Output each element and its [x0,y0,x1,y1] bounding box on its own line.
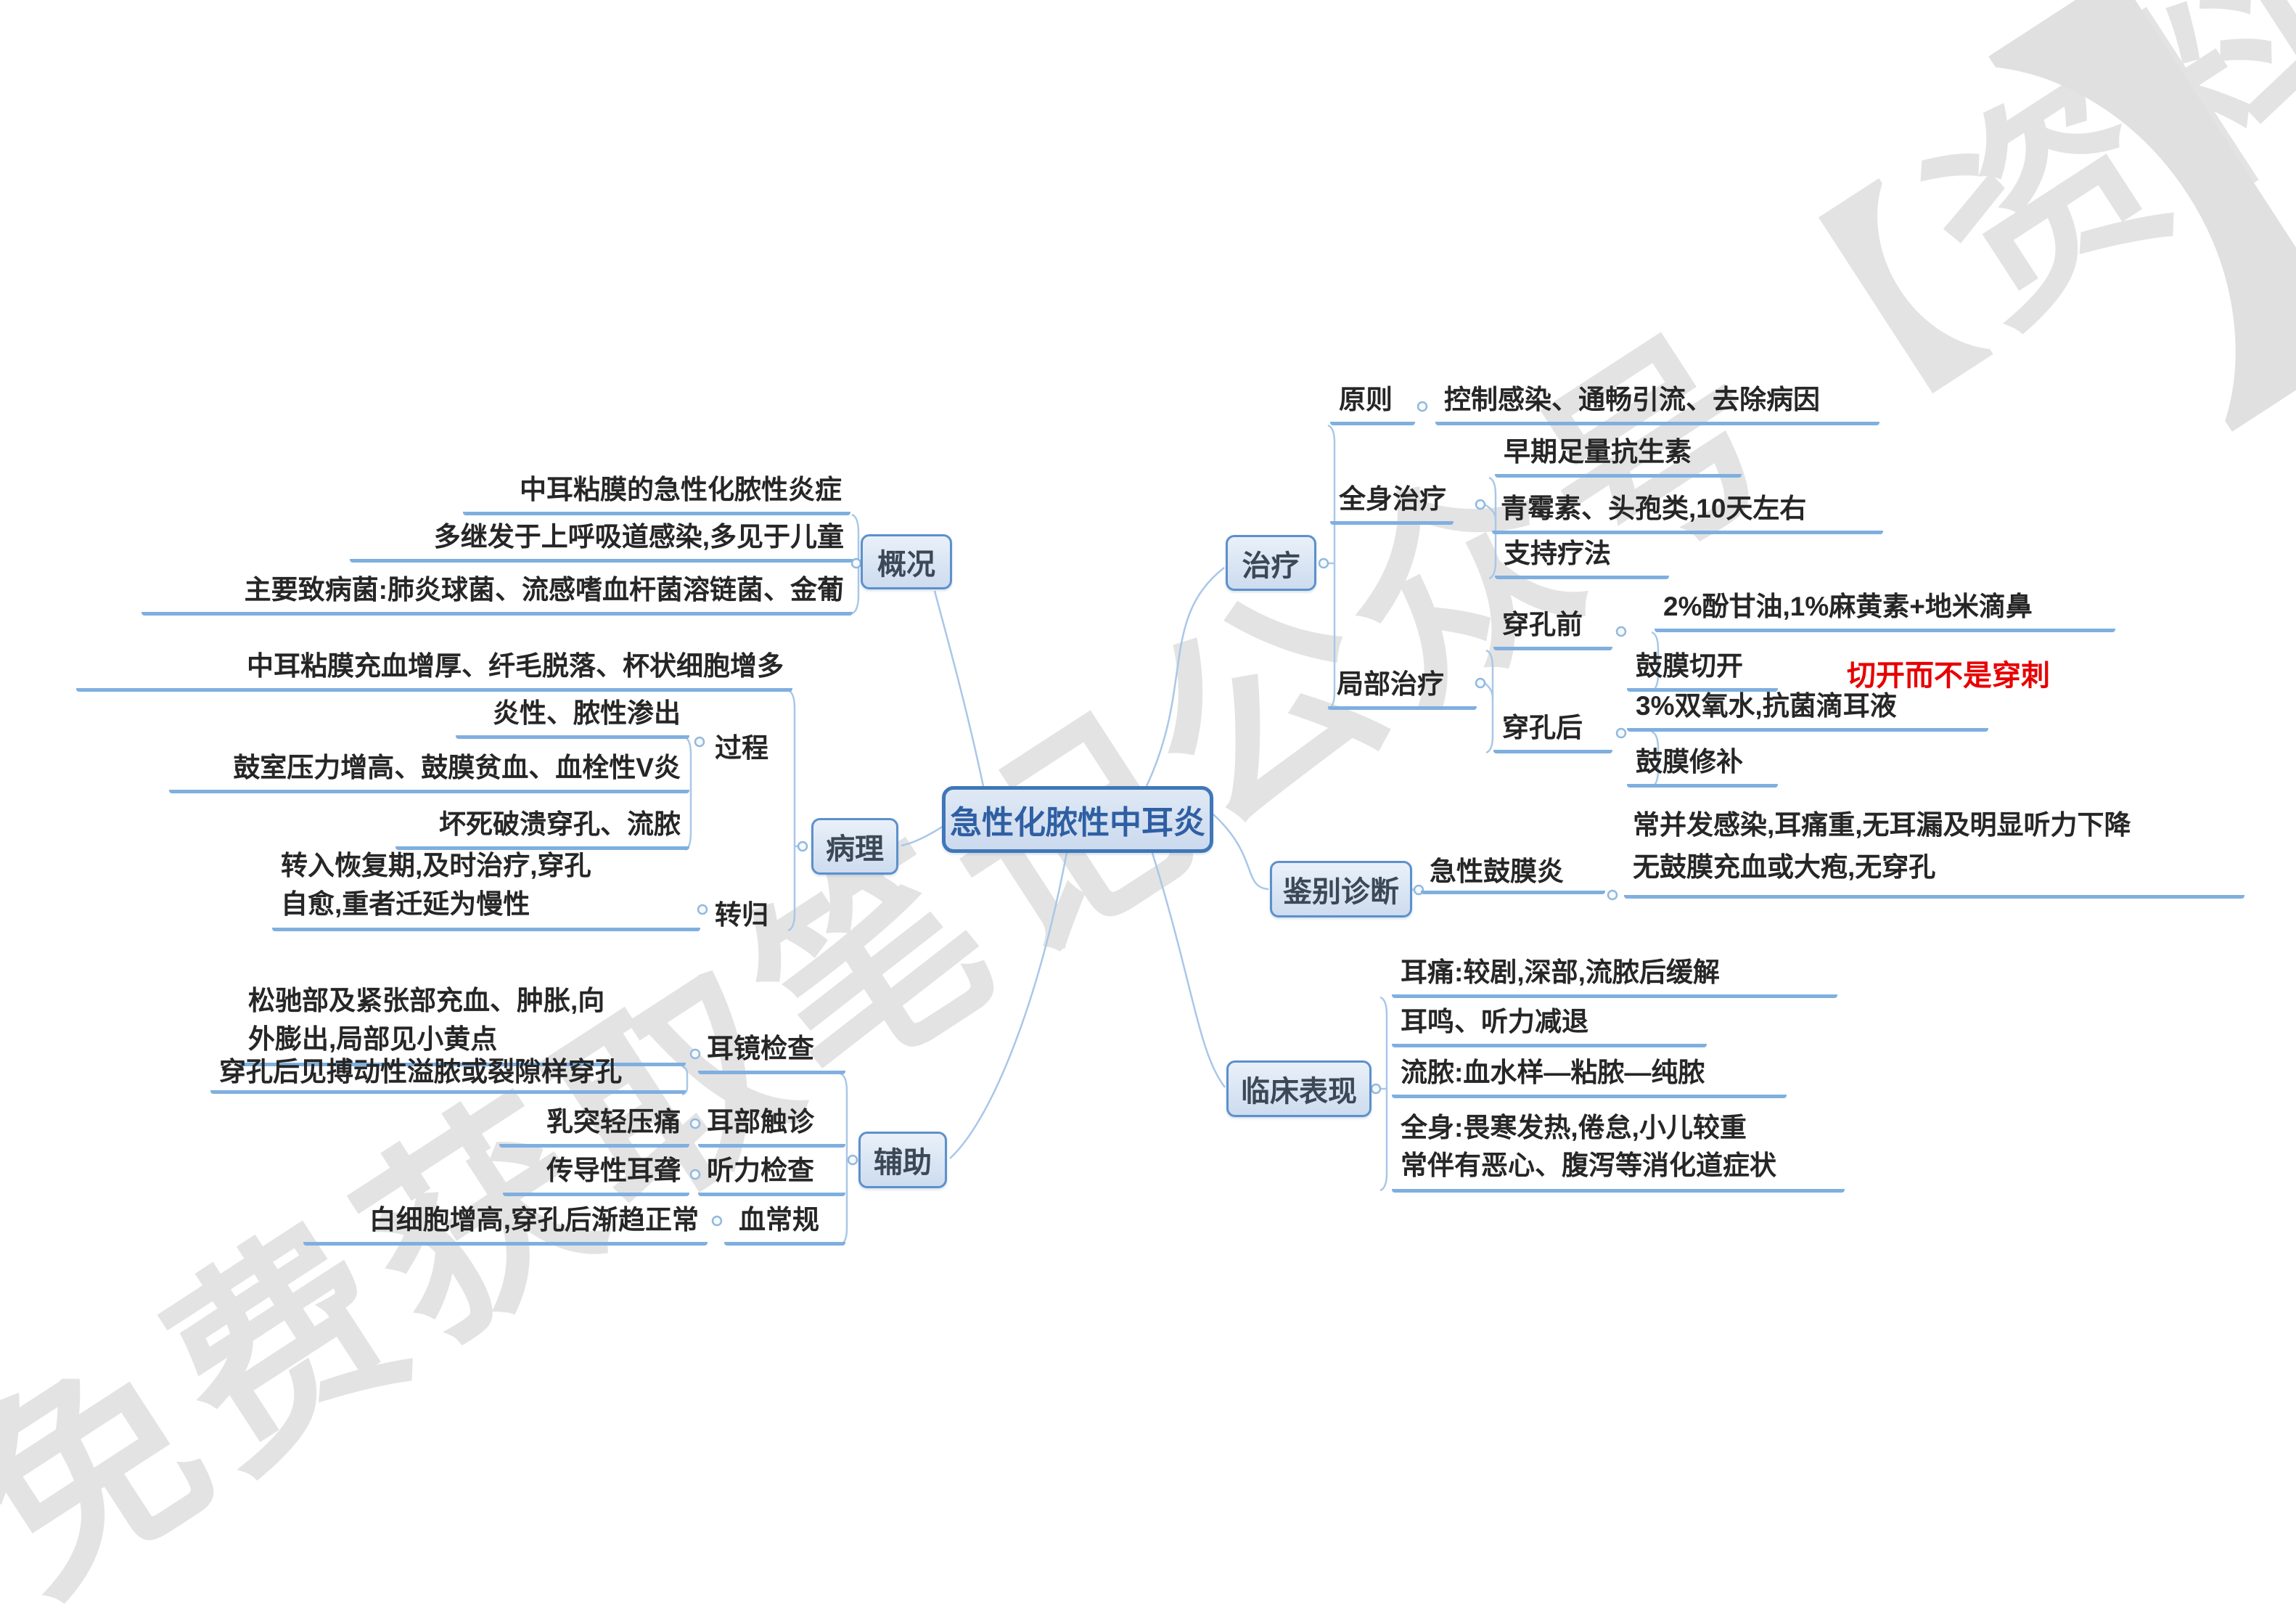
treatment-pre-perforation-label[interactable]: 穿孔前 [1493,608,1612,650]
auxiliary-otoscopy-finding1[interactable]: 松驰部及紧张部充血、肿胀,向 外膨出,局部见小黄点 [239,981,686,1066]
treatment-supportive[interactable]: 支持疗法 [1495,536,1669,579]
clinical-ear-pain[interactable]: 耳痛:较剧,深部,流脓后缓解 [1392,955,1837,998]
auxiliary-mastoid-tenderness[interactable]: 乳突轻压痛 [499,1105,689,1148]
junction-dots [689,401,1627,1227]
auxiliary-blood-routine[interactable]: 血常规 [724,1203,845,1246]
differential-myringitis[interactable]: 急性鼓膜炎 [1421,854,1605,894]
clinical-systemic[interactable]: 全身:畏寒发热,倦怠,小儿较重 常伴有恶心、腹泻等消化道症状 [1392,1109,1845,1193]
pathology-perforation[interactable]: 坏死破溃穿孔、流脓 [395,807,689,850]
treatment-systemic-label[interactable]: 全身治疗 [1330,482,1454,525]
treatment-pre-drops[interactable]: 2%酚甘油,1%麻黄素+地米滴鼻 [1655,589,2115,632]
auxiliary-otoscopy[interactable]: 耳镜检查 [698,1031,845,1074]
overview-definition[interactable]: 中耳粘膜的急性化脓性炎症 [463,473,850,515]
treatment-post-cleaning[interactable]: 3%双氧水,抗菌滴耳液 [1627,689,1988,732]
clinical-otorrhea[interactable]: 流脓:血水样—粘脓—纯脓 [1392,1055,1787,1098]
pathology-exudate[interactable]: 炎性、脓性渗出 [456,696,689,739]
auxiliary-wbc[interactable]: 白细胞增高,穿孔后渐趋正常 [303,1203,708,1246]
treatment-local-label[interactable]: 局部治疗 [1328,667,1477,710]
treatment-tympanoplasty[interactable]: 鼓膜修补 [1627,745,1778,788]
auxiliary-conductive-deafness[interactable]: 传导性耳聋 [503,1153,689,1196]
treatment-myringotomy[interactable]: 鼓膜切开 [1627,649,1778,692]
pathology-process-label[interactable]: 过程 [715,733,768,763]
treatment-principle-label[interactable]: 原则 [1330,383,1415,425]
differential-myringitis-text[interactable]: 常并发感染,耳痛重,无耳漏及明显听力下降 无鼓膜充血或大疱,无穿孔 [1624,804,2244,899]
treatment-myringotomy-note: 切开而不是穿刺 [1847,660,2050,692]
treatment-principle-text[interactable]: 控制感染、通畅引流、去除病因 [1435,383,1879,425]
topic-overview[interactable]: 概况 [861,534,952,589]
treatment-antibiotic-early[interactable]: 早期足量抗生素 [1495,435,1742,478]
auxiliary-otoscopy-finding2[interactable]: 穿孔后见搏动性溢脓或裂隙样穿孔 [210,1055,686,1094]
pathology-outcome-text[interactable]: 转入恢复期,及时治疗,穿孔 自愈,重者迁延为慢性 [272,846,700,931]
topic-differential[interactable]: 鉴别诊断 [1270,861,1412,917]
topic-auxiliary[interactable]: 辅助 [858,1132,947,1188]
pathology-mucosa[interactable]: 中耳粘膜充血增厚、纤毛脱落、杯状细胞增多 [76,649,792,692]
topic-pathology[interactable]: 病理 [811,818,898,875]
auxiliary-hearing-test[interactable]: 听力检查 [698,1153,845,1196]
overview-epidemiology[interactable]: 多继发于上呼吸道感染,多见于儿童 [350,520,853,563]
topic-clinical[interactable]: 临床表现 [1226,1060,1372,1117]
center-topic[interactable]: 急性化脓性中耳炎 [942,786,1213,853]
treatment-post-perforation-label[interactable]: 穿孔后 [1493,711,1612,753]
clinical-tinnitus[interactable]: 耳鸣、听力减退 [1392,1005,1707,1047]
treatment-antibiotic-types[interactable]: 青霉素、头孢类,10天左右 [1492,491,1883,534]
overview-pathogens[interactable]: 主要致病菌:肺炎球菌、流感嗜血杆菌溶链菌、金葡 [142,573,853,616]
topic-treatment[interactable]: 治疗 [1226,535,1316,591]
auxiliary-palpation[interactable]: 耳部触诊 [698,1105,845,1148]
pathology-pressure[interactable]: 鼓室压力增高、鼓膜贫血、血栓性V炎 [169,751,689,793]
pathology-outcome-label[interactable]: 转归 [715,900,768,930]
